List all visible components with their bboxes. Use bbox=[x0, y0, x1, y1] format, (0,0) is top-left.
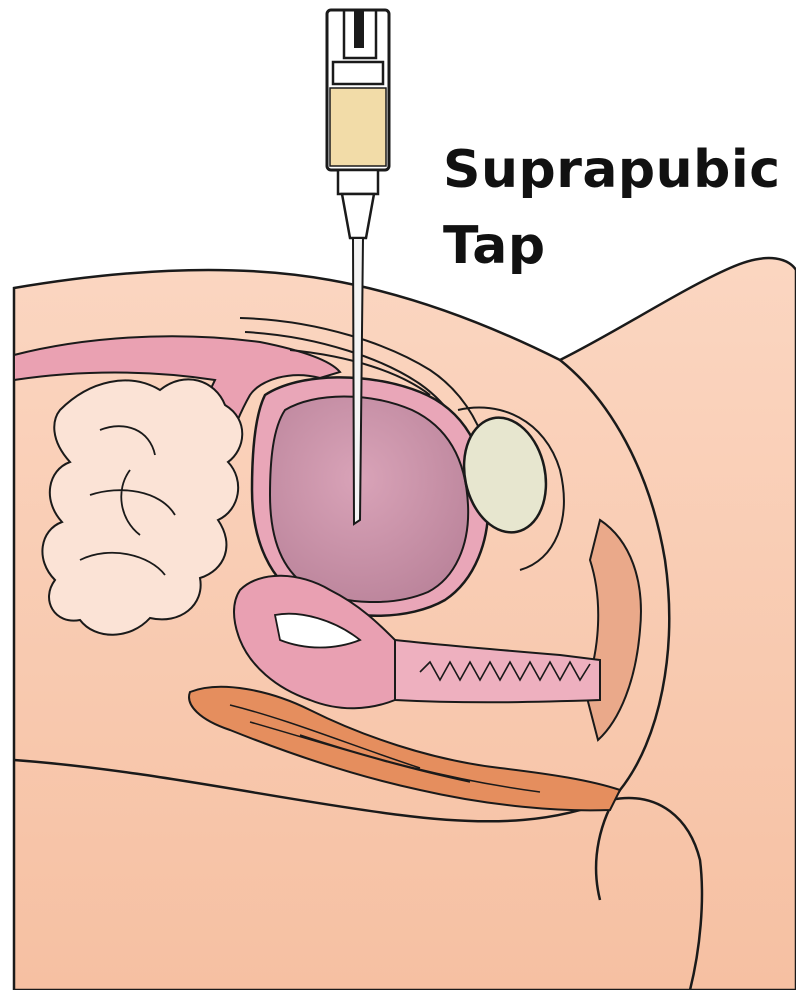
syringe-plunger-rod bbox=[354, 10, 364, 48]
syringe-fluid bbox=[330, 88, 386, 166]
label-line-2: Tap bbox=[443, 208, 781, 284]
syringe-stopper bbox=[333, 62, 383, 84]
label-line-1: Suprapubic bbox=[443, 132, 781, 208]
syringe-icon bbox=[327, 10, 389, 238]
syringe-hub bbox=[338, 170, 378, 194]
bladder bbox=[270, 397, 468, 603]
figure-label: Suprapubic Tap bbox=[443, 132, 781, 284]
syringe-tip bbox=[342, 194, 374, 238]
